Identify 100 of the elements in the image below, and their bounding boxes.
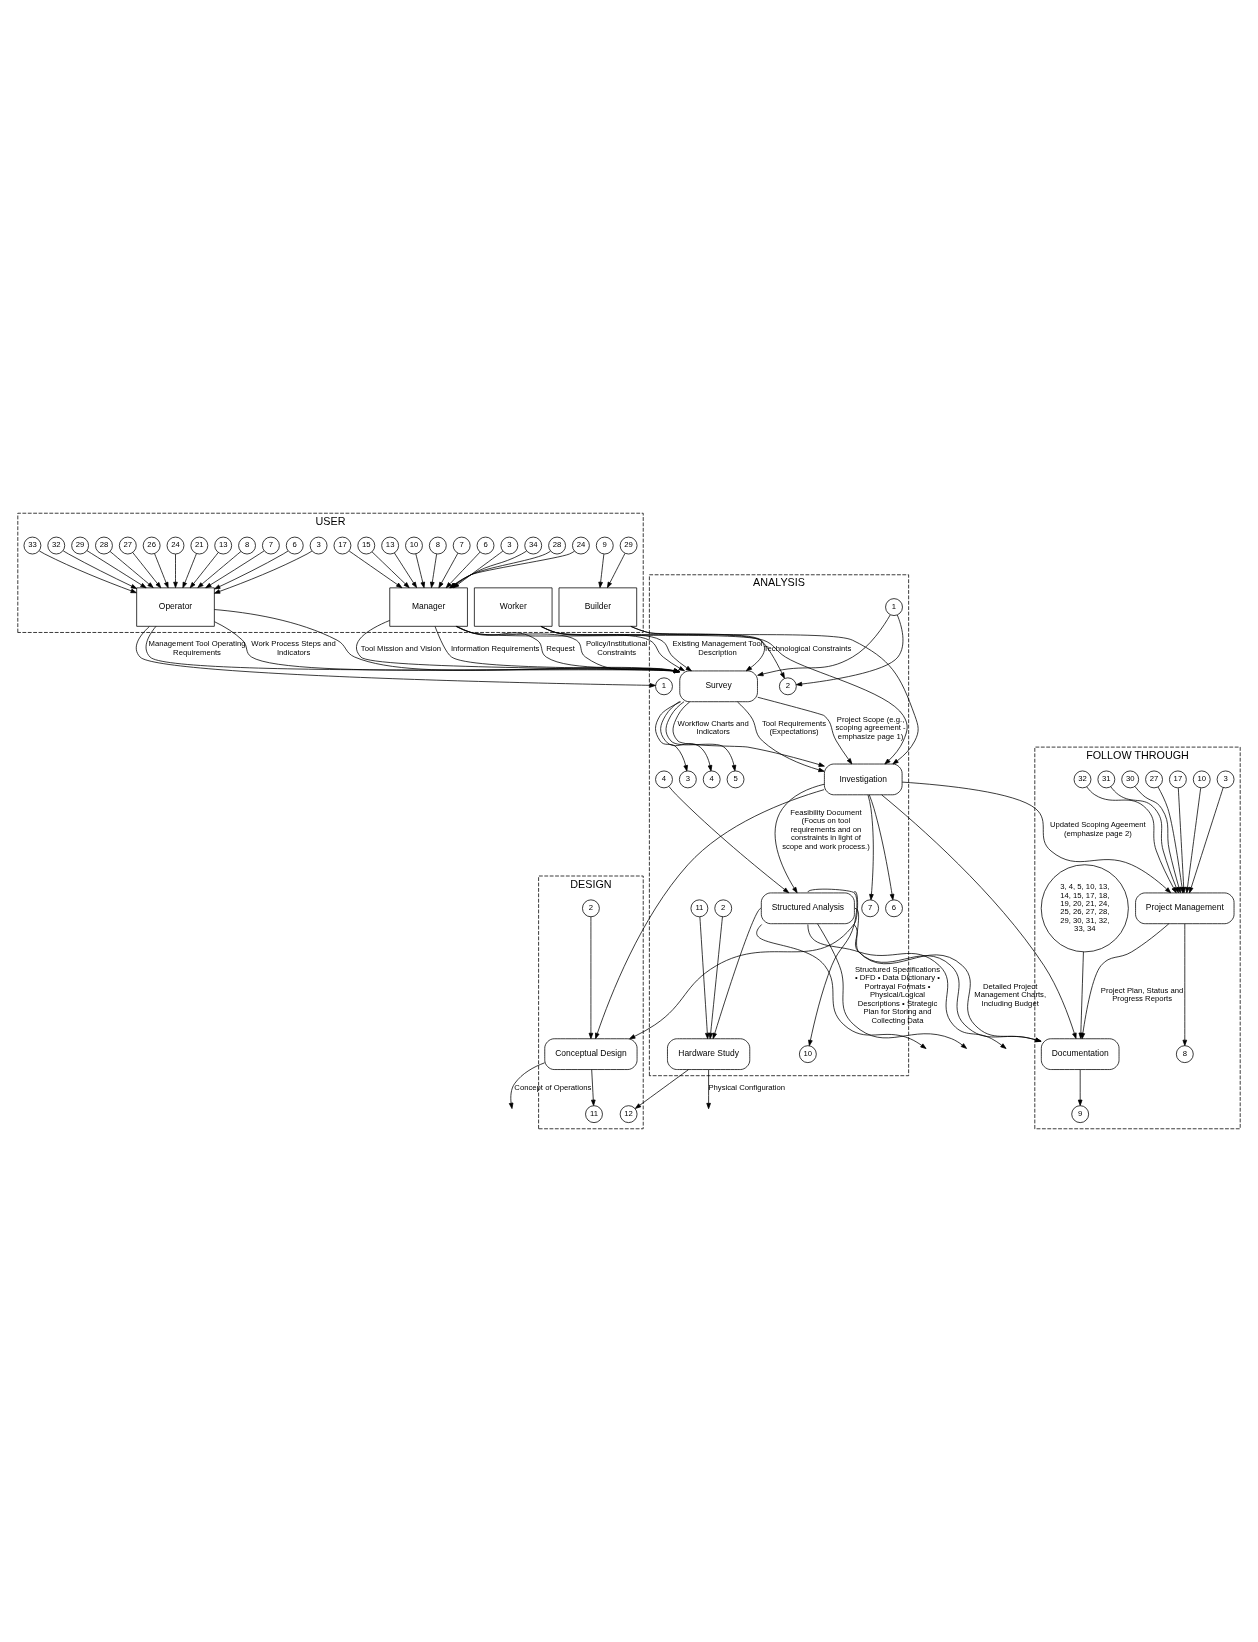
arrow [1185, 787, 1202, 894]
arrow [189, 552, 219, 589]
node-circle: 29 [619, 536, 638, 555]
arrow [737, 701, 825, 773]
arrow [807, 888, 858, 1047]
arrow [757, 614, 891, 677]
node-circle: 24 [166, 536, 185, 555]
arrow [607, 553, 626, 589]
arrow [655, 701, 688, 772]
edge-label: Updated Scoping Ageement (emphasize page 2) [1050, 820, 1146, 838]
node-circle: 6 [476, 536, 495, 555]
node-circle: 7 [262, 536, 280, 555]
arrow [455, 625, 908, 765]
node-circle: 2 [582, 899, 600, 918]
node-box: Builder [558, 587, 638, 627]
edge-label: Tool Mission and Vision [360, 643, 442, 653]
node-circle: 21 [190, 536, 209, 555]
arrow [540, 626, 785, 679]
node-circle: 32 [1073, 770, 1092, 789]
arrow [591, 1069, 596, 1106]
arrow [1077, 1069, 1083, 1106]
arrow [817, 923, 967, 1049]
node-circle: 1 [885, 598, 903, 616]
arrow [629, 891, 858, 1040]
edge-label: Information Requirements [450, 643, 540, 653]
arrow [598, 553, 605, 588]
edge-label: Feasibility Document (Focus on tool requirements and on constraints in light of scope and work process.) [782, 807, 870, 851]
arrow [795, 614, 904, 687]
arrow [86, 550, 147, 589]
node-box: Survey [679, 670, 758, 703]
node-circle: 15 [357, 536, 376, 555]
edge-label: Workflow Charts and Indicators [677, 718, 749, 737]
node-circle: 7 [452, 536, 471, 555]
arrow [660, 701, 713, 772]
arrow [1188, 787, 1224, 894]
node-circle: 26 [142, 536, 161, 555]
arrow [757, 696, 853, 765]
arrow [214, 550, 313, 594]
arrow [634, 1069, 689, 1109]
edge-label: Project Plan, Status and Progress Reports [1100, 985, 1184, 1004]
edge-label: Existing Management Tool Description [672, 639, 763, 657]
arrow [394, 552, 417, 588]
node-circle: 17 [1169, 770, 1187, 789]
node-circle: 3 [500, 536, 519, 555]
arrow [415, 553, 425, 589]
node-circle: 24 [572, 536, 590, 555]
arrow [881, 794, 1077, 1039]
node-circle: 28 [95, 536, 113, 555]
node-circle: 6 [285, 536, 304, 555]
arrow [109, 551, 154, 588]
arrow [173, 553, 178, 588]
arrow [205, 550, 265, 589]
arrow [348, 550, 403, 589]
node-circle: 11 [585, 1105, 603, 1123]
node-circle: 1 [655, 677, 673, 696]
arrow [132, 552, 162, 589]
node-circle: 8 [1175, 1045, 1194, 1063]
arrow [699, 916, 710, 1040]
arrow [708, 916, 723, 1040]
node-circle: 10 [1192, 770, 1211, 789]
node-circle: 2 [779, 677, 797, 696]
arrow [588, 916, 594, 1040]
edge-label: Concept of Operations [514, 1082, 592, 1092]
arrow [214, 550, 289, 590]
edge-label: Request [546, 643, 575, 653]
node-circle: 3 [1216, 770, 1235, 789]
arrow [38, 550, 137, 594]
node-circle: 17 [333, 536, 352, 555]
node-circle: 13 [381, 536, 399, 555]
node-box: Operator [136, 587, 215, 627]
node-box: Hardware Study [667, 1038, 751, 1070]
node-circle: 3, 4, 5, 10, 13, 14, 15, 17, 18, 19, 20, 21, 24, 25, 26, 27, 28, 29, 30, 31, 32, 33, 34 [1040, 864, 1129, 953]
node-circle: 27 [1145, 770, 1163, 789]
node-circle: 2 [714, 899, 733, 918]
node-circle: 10 [405, 536, 423, 555]
arrow [756, 924, 927, 1049]
arrow [807, 924, 1007, 1049]
node-circle: 28 [548, 536, 566, 555]
edge-label: Project Scope (e.g., scoping agreement - emphasize page 1) [835, 714, 906, 741]
arrow [1086, 786, 1177, 894]
arrow [595, 789, 825, 1039]
node-box: Investigation [824, 763, 903, 796]
node-box: Manager [389, 587, 468, 627]
arrow [901, 781, 1172, 894]
node-box: Structured Analysis [760, 892, 855, 925]
node-circle: 34 [524, 536, 543, 555]
node-circle: 8 [238, 536, 256, 555]
edge-label: Detailed Project Management Charts, Including Budget [974, 981, 1047, 1008]
node-circle: 29 [71, 536, 89, 555]
node-circle: 11 [690, 899, 709, 918]
arrow [508, 1062, 546, 1109]
arrow [197, 551, 242, 588]
node-circle: 10 [799, 1045, 817, 1063]
arrow [867, 794, 874, 901]
edge-label: Management Tool Operating Requirements [148, 639, 246, 657]
arrow [1110, 786, 1179, 894]
node-circle: 4 [655, 770, 673, 789]
node-circle: 32 [47, 536, 66, 555]
edge-label: Work Process Steps and Indicators [251, 639, 336, 657]
node-circle: 3 [679, 770, 697, 789]
